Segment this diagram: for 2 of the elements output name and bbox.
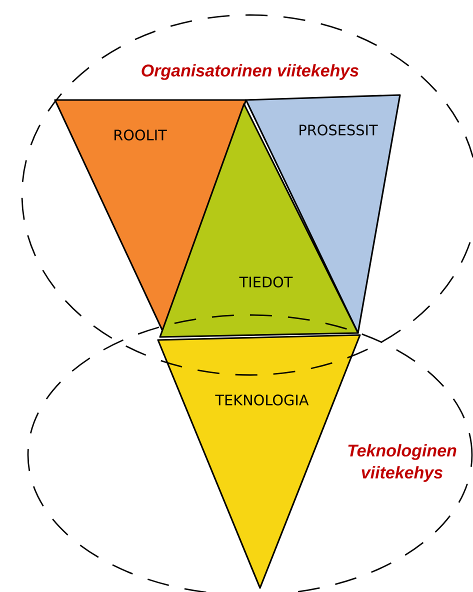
frame-label: Teknologinen viitekehys — [335, 442, 469, 484]
frame-label: Organisatorinen viitekehys — [138, 62, 362, 82]
